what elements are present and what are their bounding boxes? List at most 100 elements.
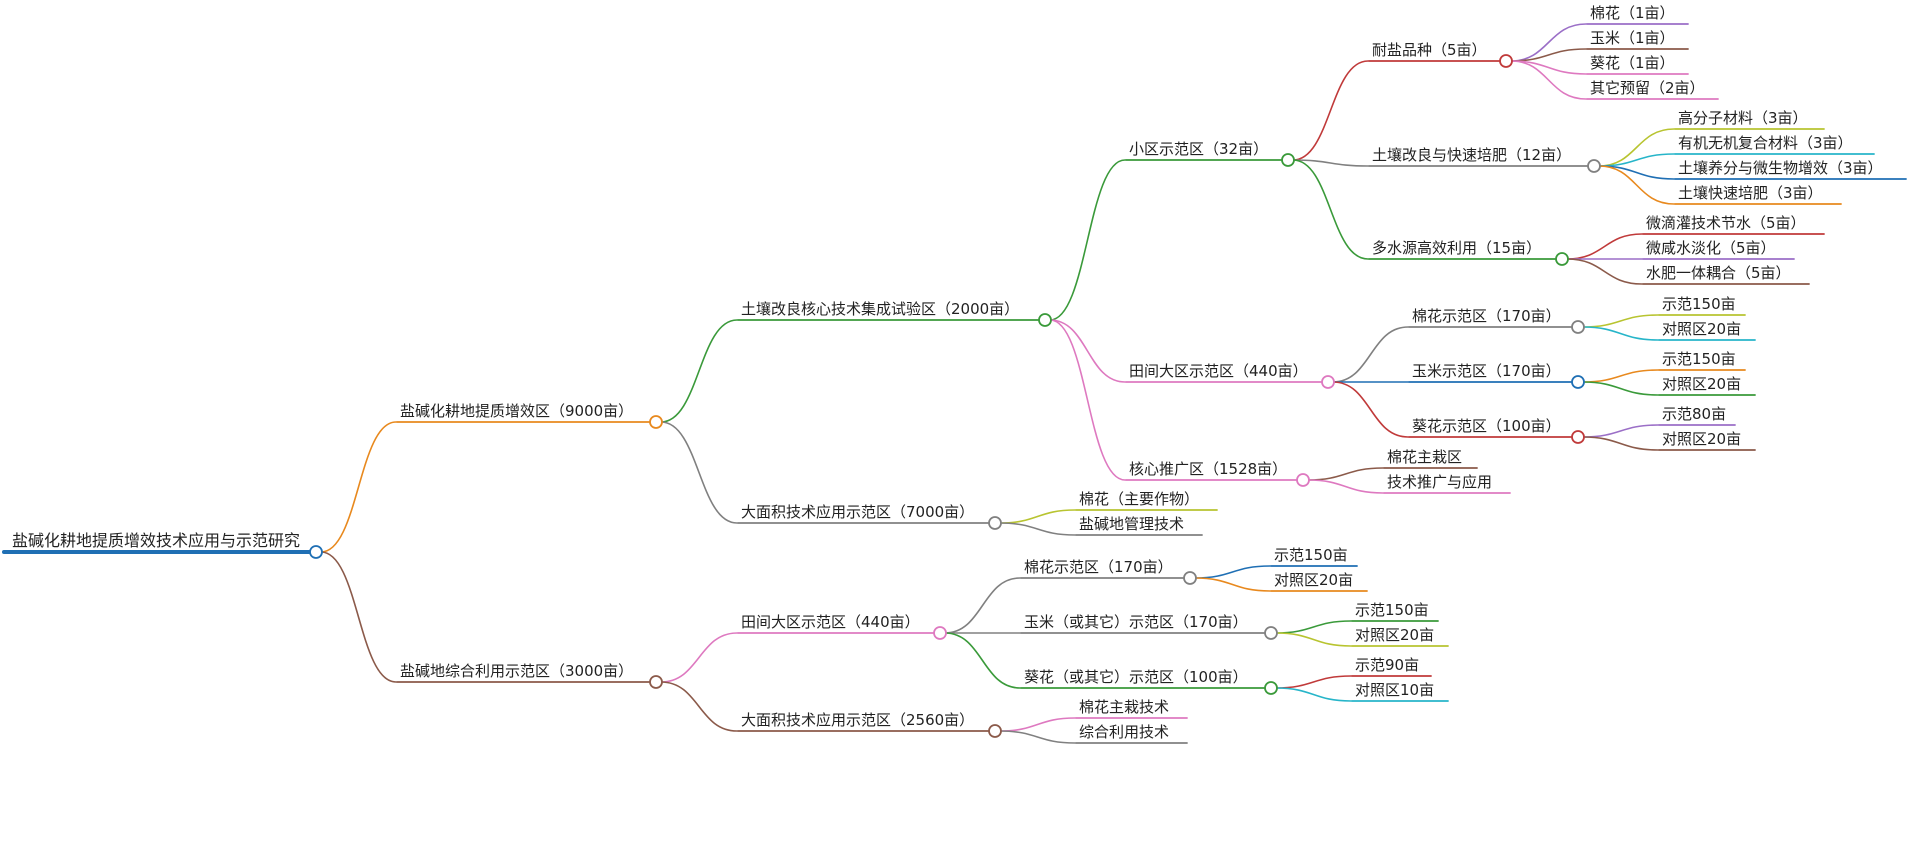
node-label-0-0-0-1-0[interactable]: 高分子材料（3亩） [1678, 109, 1808, 127]
edge-0-0-0-2 [1292, 159, 1369, 260]
node-label-0-0-1-1[interactable]: 玉米示范区（170亩） [1412, 362, 1561, 380]
edge-0-0-1-1-0 [1582, 369, 1659, 383]
node-label-0-0-0-2-0[interactable]: 微滴灌技术节水（5亩） [1646, 214, 1806, 232]
collapse-toggle-0-1[interactable] [988, 516, 1002, 530]
node-label-0-0-0-1-3[interactable]: 土壤快速培肥（3亩） [1678, 184, 1823, 202]
edge-1-1-1 [999, 730, 1076, 744]
node-label-0[interactable]: 盐碱化耕地提质增效区（9000亩） [400, 402, 633, 420]
edge-0-0-1-2-0 [1582, 424, 1659, 438]
edge-1-0-1-0 [1275, 620, 1352, 634]
node-label-1[interactable]: 盐碱地综合利用示范区（3000亩） [400, 662, 633, 680]
node-label-0-0-0[interactable]: 小区示范区（32亩） [1129, 140, 1268, 158]
node-label-0-0-0-2-2[interactable]: 水肥一体耦合（5亩） [1646, 264, 1791, 282]
node-label-1-0-1-1[interactable]: 对照区20亩 [1355, 626, 1434, 644]
node-label-1-0-1-0[interactable]: 示范150亩 [1355, 601, 1429, 619]
node-label-1-0-0-1[interactable]: 对照区20亩 [1274, 571, 1353, 589]
collapse-toggle-1-0-2[interactable] [1264, 681, 1278, 695]
collapse-toggle-0-0-1-2[interactable] [1571, 430, 1585, 444]
collapse-toggle-1-0[interactable] [933, 626, 947, 640]
node-label-0-0-0-1[interactable]: 土壤改良与快速培肥（12亩） [1372, 146, 1571, 164]
collapse-toggle-1-0-1[interactable] [1264, 626, 1278, 640]
node-label-0-0-0-0-0[interactable]: 棉花（1亩） [1590, 4, 1675, 22]
edge-0-0-0-1-0 [1598, 128, 1675, 167]
node-label-0-0[interactable]: 土壤改良核心技术集成试验区（2000亩） [741, 300, 1019, 318]
node-label-1-1-1[interactable]: 综合利用技术 [1079, 723, 1169, 741]
node-label-0-0-1-1-1[interactable]: 对照区20亩 [1662, 375, 1741, 393]
edge-0-0-2-0 [1307, 467, 1384, 481]
edge-0-0-0-2-0 [1566, 233, 1643, 260]
edge-0-0-1-0-1 [1582, 326, 1659, 341]
edge-1-1 [660, 681, 738, 732]
collapse-toggle-0-0-2[interactable] [1296, 473, 1310, 487]
node-label-1-0-0-0[interactable]: 示范150亩 [1274, 546, 1348, 564]
edge-0-0-0-0-3 [1510, 60, 1587, 100]
collapse-toggle-1-1[interactable] [988, 724, 1002, 738]
node-label-1-1-0[interactable]: 棉花主栽技术 [1079, 698, 1169, 716]
edge-1-0-1-1 [1275, 632, 1352, 647]
edge-0-1-0 [999, 509, 1076, 524]
edge-0-0-1-2 [1332, 381, 1409, 438]
node-label-0-1-1[interactable]: 盐碱地管理技术 [1079, 515, 1184, 533]
node-label-0-0-1-2-1[interactable]: 对照区20亩 [1662, 430, 1741, 448]
edge-0 [320, 421, 397, 553]
collapse-toggle-root[interactable] [309, 545, 323, 559]
edge-0-0 [660, 319, 738, 423]
node-label-0-0-0-0-1[interactable]: 玉米（1亩） [1590, 29, 1675, 47]
collapse-toggle-0[interactable] [649, 415, 663, 429]
edge-0-0-0-1-3 [1598, 165, 1675, 205]
mindmap-edges [320, 23, 1676, 744]
edge-1-1-0 [999, 717, 1076, 732]
edge-0-1-1 [999, 522, 1076, 536]
collapse-toggle-0-0-1[interactable] [1321, 375, 1335, 389]
node-label-1-0-0[interactable]: 棉花示范区（170亩） [1024, 558, 1173, 576]
node-label-0-1-0[interactable]: 棉花（主要作物） [1079, 490, 1199, 508]
collapse-toggle-0-0[interactable] [1038, 313, 1052, 327]
node-label-0-0-1-1-0[interactable]: 示范150亩 [1662, 350, 1736, 368]
node-label-0-0-1-0-1[interactable]: 对照区20亩 [1662, 320, 1741, 338]
edge-1-0-2-1 [1275, 687, 1352, 702]
node-label-0-0-2-0[interactable]: 棉花主栽区 [1387, 448, 1462, 466]
collapse-toggle-1-0-0[interactable] [1183, 571, 1197, 585]
node-label-0-0-1-0-0[interactable]: 示范150亩 [1662, 295, 1736, 313]
node-label-0-0-0-0-2[interactable]: 葵花（1亩） [1590, 54, 1675, 72]
edge-0-1 [660, 421, 738, 524]
node-label-0-1[interactable]: 大面积技术应用示范区（7000亩） [741, 503, 974, 521]
collapse-toggle-0-0-0-0[interactable] [1499, 54, 1513, 68]
collapse-toggle-0-0-0-1[interactable] [1587, 159, 1601, 173]
edge-1-0-0-1 [1194, 577, 1271, 592]
node-label-1-0-1[interactable]: 玉米（或其它）示范区（170亩） [1024, 613, 1248, 631]
node-label-0-0-2-1[interactable]: 技术推广与应用 [1387, 473, 1492, 491]
collapse-toggle-1[interactable] [649, 675, 663, 689]
collapse-toggle-0-0-0[interactable] [1281, 153, 1295, 167]
node-label-1-1[interactable]: 大面积技术应用示范区（2560亩） [741, 711, 974, 729]
edge-1-0-2 [944, 632, 1021, 689]
node-label-0-0-1-0[interactable]: 棉花示范区（170亩） [1412, 307, 1561, 325]
node-label-0-0-1[interactable]: 田间大区示范区（440亩） [1129, 362, 1308, 380]
node-label-1-0-2[interactable]: 葵花（或其它）示范区（100亩） [1024, 668, 1248, 686]
edge-0-0-0-0-0 [1510, 23, 1587, 62]
node-label-0-0-0-0[interactable]: 耐盐品种（5亩） [1372, 41, 1487, 59]
node-label-1-0[interactable]: 田间大区示范区（440亩） [741, 613, 920, 631]
node-label-0-0-0-1-2[interactable]: 土壤养分与微生物增效（3亩） [1678, 159, 1883, 177]
node-label-1-0-2-0[interactable]: 示范90亩 [1355, 656, 1419, 674]
node-label-1-0-2-1[interactable]: 对照区10亩 [1355, 681, 1434, 699]
root-node-label[interactable]: 盐碱化耕地提质增效技术应用与示范研究 [12, 531, 300, 550]
node-label-0-0-0-1-1[interactable]: 有机无机复合材料（3亩） [1678, 134, 1853, 152]
node-label-0-0-0-2[interactable]: 多水源高效利用（15亩） [1372, 239, 1541, 257]
node-label-0-0-1-2-0[interactable]: 示范80亩 [1662, 405, 1726, 423]
edge-0-0-1-2-1 [1582, 436, 1659, 451]
edge-0-0-2-1 [1307, 479, 1384, 494]
edge-0-0-1-0 [1332, 326, 1409, 383]
edge-1-0 [660, 632, 738, 683]
node-label-0-0-1-2[interactable]: 葵花示范区（100亩） [1412, 417, 1561, 435]
edge-0-0-1 [1049, 319, 1126, 383]
node-label-0-0-0-0-3[interactable]: 其它预留（2亩） [1590, 79, 1705, 97]
edge-0-0-0-1 [1292, 159, 1369, 167]
collapse-toggle-0-0-0-2[interactable] [1555, 252, 1569, 266]
edge-0-0-0 [1049, 159, 1126, 321]
edge-1-0-2-0 [1275, 675, 1352, 689]
collapse-toggle-0-0-1-1[interactable] [1571, 375, 1585, 389]
node-label-0-0-0-2-1[interactable]: 微咸水淡化（5亩） [1646, 239, 1776, 257]
collapse-toggle-0-0-1-0[interactable] [1571, 320, 1585, 334]
node-label-0-0-2[interactable]: 核心推广区（1528亩） [1129, 460, 1287, 478]
